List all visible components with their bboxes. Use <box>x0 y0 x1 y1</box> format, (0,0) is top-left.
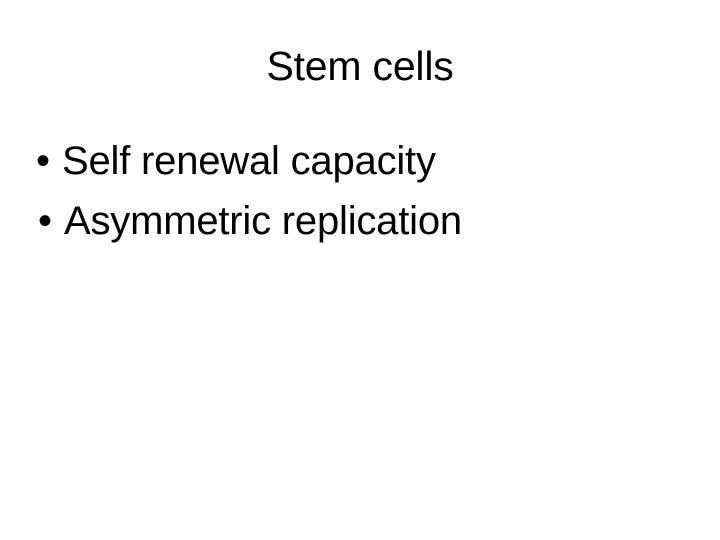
list-item-label: Self renewal capacity <box>62 139 436 183</box>
list-item: • Asymmetric replication <box>36 191 684 251</box>
slide-title: Stem cells <box>266 43 454 89</box>
bullet-point-icon: • <box>36 139 50 183</box>
bullet-point-icon: • <box>38 199 52 243</box>
list-item-label: Asymmetric replication <box>64 199 462 243</box>
bullet-list: • Self renewal capacity • Asymmetric rep… <box>36 131 684 251</box>
list-item: • Self renewal capacity <box>36 131 684 191</box>
